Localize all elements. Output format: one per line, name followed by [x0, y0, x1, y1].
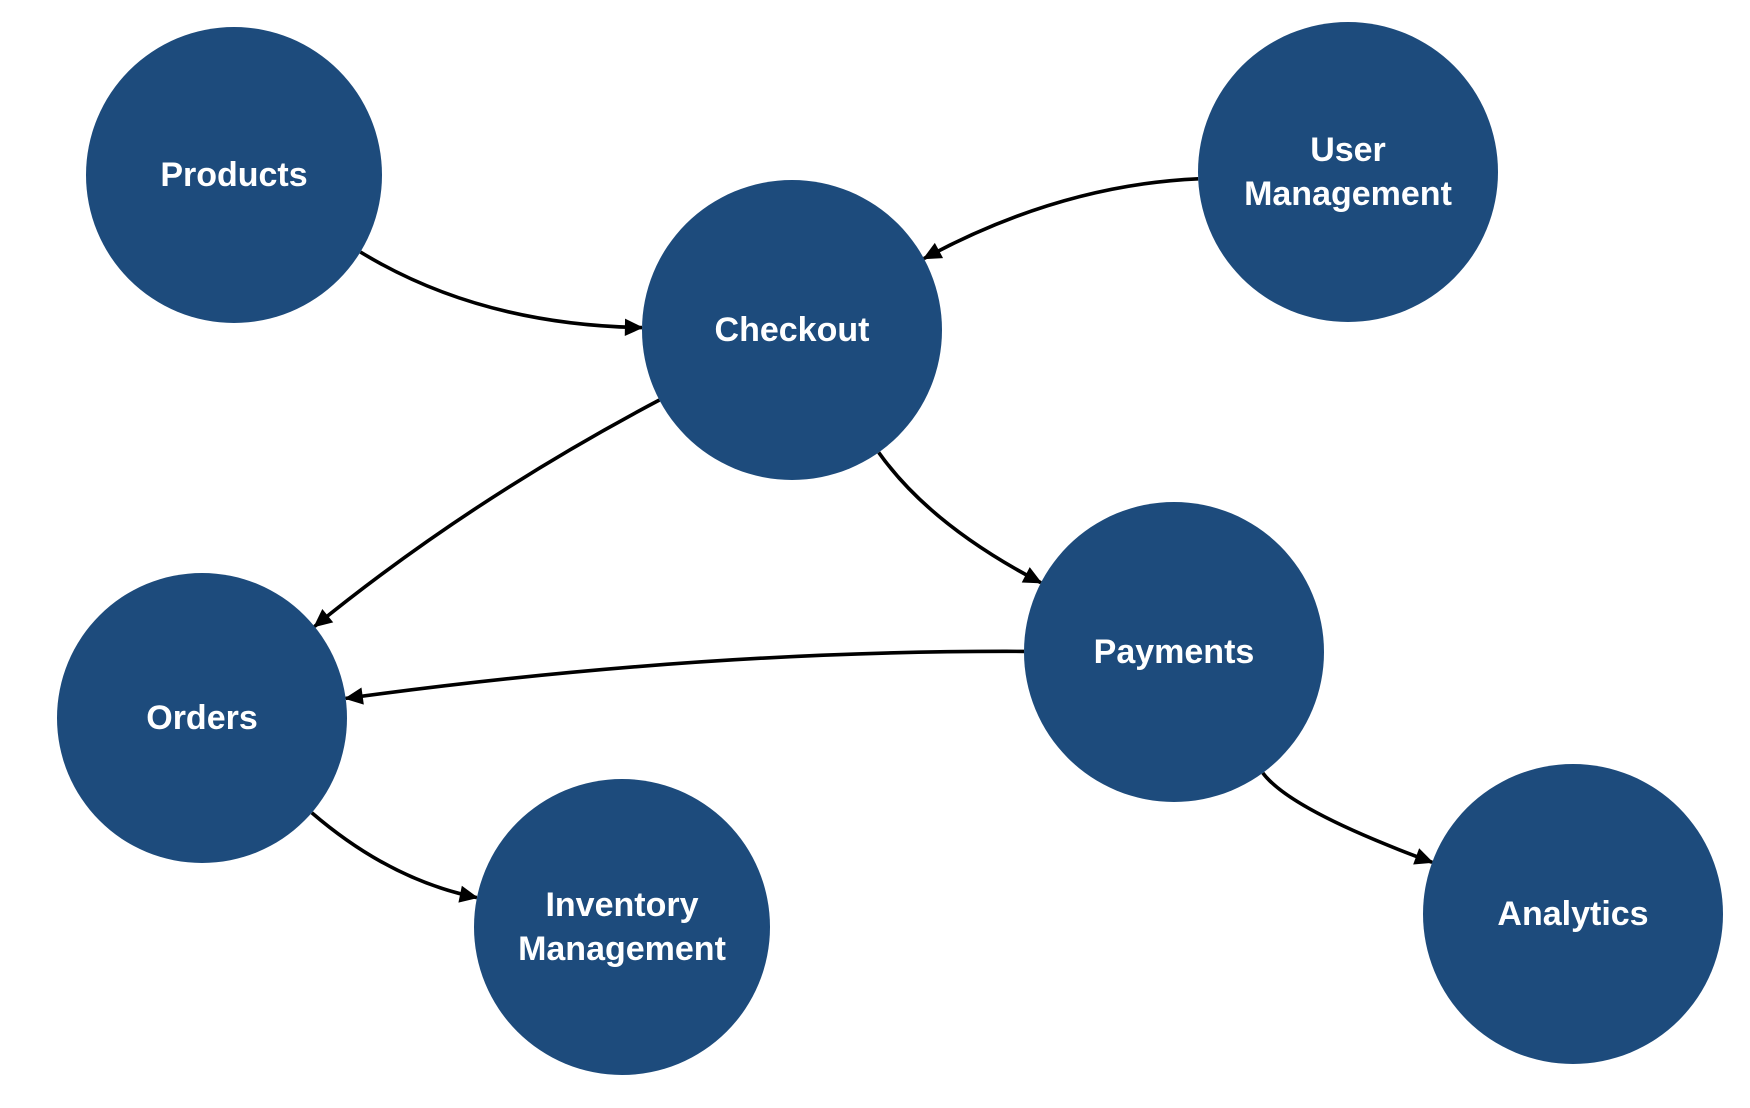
node-circle-products	[86, 27, 382, 323]
node-label-checkout: Checkout	[715, 311, 870, 349]
node-label-line: Products	[160, 156, 307, 194]
node-circle-checkout	[642, 180, 942, 480]
node-circle-user-management	[1198, 22, 1498, 322]
edge-payments-to-analytics	[1261, 771, 1434, 865]
node-label-line: Checkout	[715, 311, 870, 349]
node-circle-inventory-management	[474, 779, 770, 1075]
edge-payments-to-orders	[344, 649, 1025, 705]
node-payments: Payments	[1024, 502, 1324, 802]
node-circle-orders	[57, 573, 347, 863]
node-label-line: Inventory	[545, 886, 698, 924]
node-label-products: Products	[160, 156, 307, 194]
edge-orders-to-inventory-management	[310, 811, 479, 903]
node-label-line: User	[1310, 131, 1386, 169]
node-label-line: Analytics	[1497, 895, 1648, 933]
node-label-line: Management	[1244, 175, 1452, 213]
node-label-line: Payments	[1094, 633, 1255, 671]
edge-checkout-to-payments	[877, 451, 1043, 585]
node-circle-analytics	[1423, 764, 1723, 1064]
node-analytics: Analytics	[1423, 764, 1723, 1064]
node-label-orders: Orders	[146, 699, 258, 737]
node-circle-payments	[1024, 502, 1324, 802]
node-checkout: Checkout	[642, 180, 942, 480]
edge-user-management-to-checkout	[922, 177, 1199, 261]
edge-products-to-checkout	[359, 250, 644, 336]
node-label-payments: Payments	[1094, 633, 1255, 671]
node-products: Products	[86, 27, 382, 323]
node-orders: Orders	[57, 573, 347, 863]
node-label-line: Management	[518, 930, 726, 968]
edge-checkout-to-orders	[313, 398, 661, 628]
node-label-line: Orders	[146, 699, 258, 737]
node-label-analytics: Analytics	[1497, 895, 1648, 933]
